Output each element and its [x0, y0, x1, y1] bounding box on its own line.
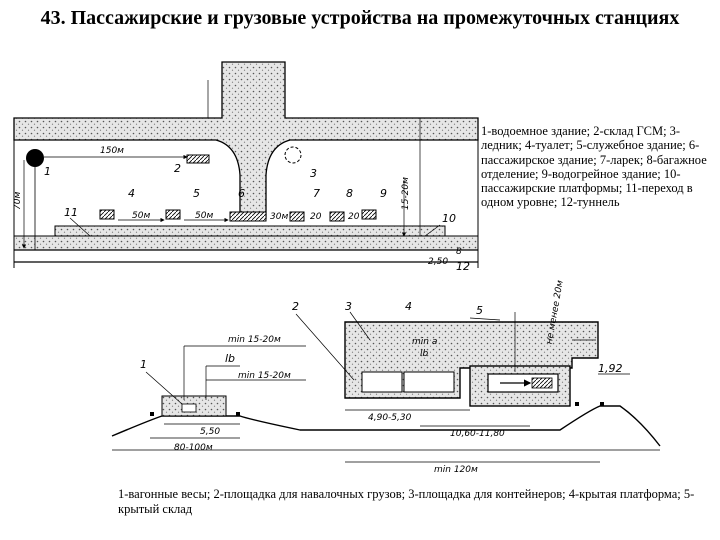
callout-7: 7 — [313, 187, 320, 200]
legend-bottom: 1-вагонные весы; 2-площадка для навалочн… — [118, 487, 695, 516]
dim-4-90-5-30: 4,90-5,30 — [368, 413, 412, 423]
building-2 — [186, 154, 210, 164]
callout-5: 5 — [193, 187, 200, 200]
page-title: 43. Пассажирские и грузовые устройства н… — [40, 7, 680, 29]
dim-1-92: 1,92 — [598, 362, 623, 375]
ground-profile — [111, 405, 661, 447]
callout-2: 2 — [174, 162, 181, 175]
dim-70: 70м — [13, 192, 23, 210]
callout-b5: 5 — [476, 304, 483, 317]
container-site-2 — [403, 371, 455, 393]
water-tower-icon — [26, 149, 44, 167]
platform-area-2 — [13, 235, 479, 251]
building-9 — [361, 209, 377, 220]
dim-20b: 20 — [348, 212, 360, 222]
dim-2-50: 2,50 — [428, 257, 448, 267]
dim-50b: 50м — [195, 211, 213, 221]
callout-11: 11 — [64, 206, 78, 219]
callout-4: 4 — [128, 187, 135, 200]
building-7 — [289, 211, 305, 222]
building-3 — [284, 146, 302, 164]
building-5 — [165, 209, 181, 220]
callout-b4: 4 — [405, 300, 412, 313]
dim-min-a: min a — [412, 337, 437, 347]
dim-20a: 20 — [310, 212, 322, 222]
building-8 — [329, 211, 345, 222]
dim-min-15-20b: min 15-20м — [238, 371, 291, 381]
dim-10-60-11-80: 10,60-11,80 — [450, 429, 505, 439]
dim-15-20: 15-20м — [401, 177, 411, 210]
legend-top: 1-водоемное здание; 2-склад ГСМ; 3-ледни… — [481, 124, 707, 210]
dim-80-100: 80-100м — [174, 443, 213, 453]
callout-6: 6 — [238, 187, 245, 200]
dim-min-120: min 120м — [434, 465, 478, 475]
callout-10: 10 — [442, 212, 456, 225]
callout-b2: 2 — [292, 300, 299, 313]
dim-8: 8 — [456, 247, 462, 257]
dim-lb-2: lb — [420, 349, 429, 359]
callout-9: 9 — [380, 187, 387, 200]
callout-b3: 3 — [345, 300, 352, 313]
callout-1: 1 — [44, 165, 51, 178]
platform-area — [54, 225, 446, 237]
callout-3: 3 — [310, 167, 317, 180]
station-plan: 150м 70м 50м 50м 30м 20 20 15-20м 2,50 8… — [13, 61, 479, 273]
dim-150: 150м — [100, 146, 124, 156]
dim-5-50: 5,50 — [200, 427, 220, 437]
dim-min-15-20a: min 15-20м — [228, 335, 281, 345]
dim-50a: 50м — [132, 211, 150, 221]
dim-30: 30м — [270, 212, 288, 222]
building-6 — [229, 211, 267, 222]
dim-lb: lb — [225, 352, 235, 365]
callout-8: 8 — [346, 187, 353, 200]
container-site — [361, 371, 403, 393]
callout-b1: 1 — [140, 358, 147, 371]
building-4 — [99, 209, 115, 220]
callout-12: 12 — [456, 260, 470, 273]
cargo-yard-section: min 15-20м min 15-20м lb min a lb не мен… — [111, 279, 661, 475]
